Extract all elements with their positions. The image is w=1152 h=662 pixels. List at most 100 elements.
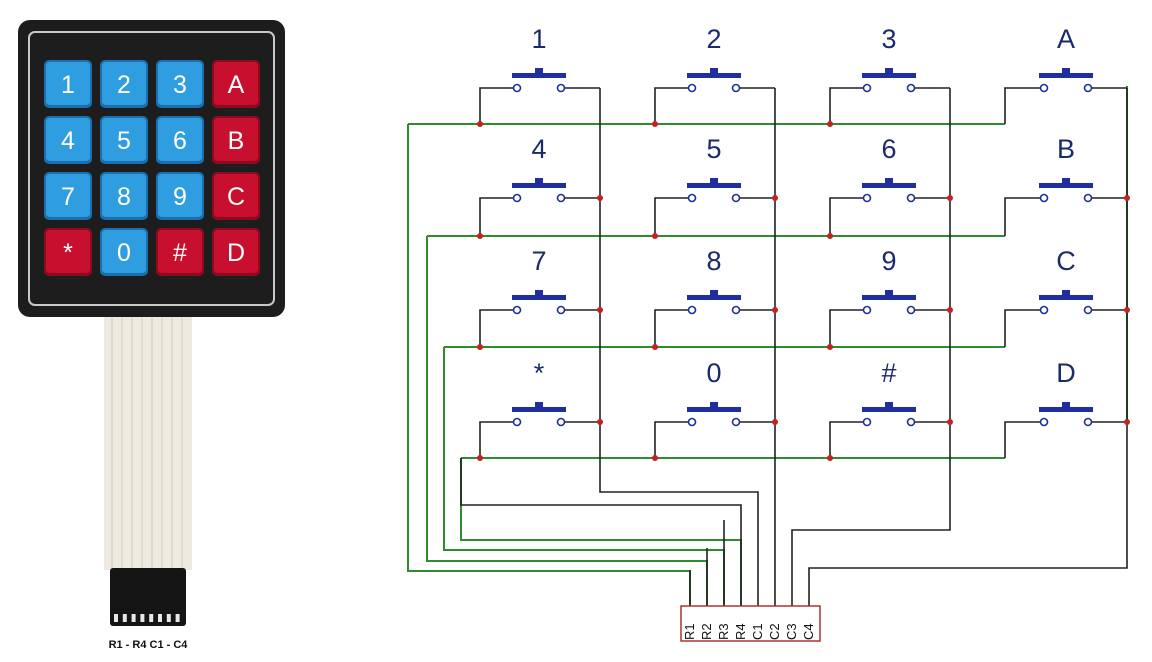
switch-label: 6: [881, 134, 896, 164]
keypad-key-label: #: [173, 239, 187, 267]
column-wire: [791, 422, 951, 606]
switch-key-1: 2: [654, 24, 775, 124]
junction-node: [597, 419, 603, 425]
switch-contact: [1083, 305, 1093, 315]
switch-bar: [1039, 407, 1093, 412]
switch-bar: [687, 183, 741, 188]
pin-label: R3: [716, 623, 731, 640]
switch-bar: [862, 407, 916, 412]
connector-pin: [140, 614, 145, 622]
switch-key-0: 1: [479, 24, 600, 124]
keypad-key-label: 7: [61, 183, 75, 211]
switch-key-9: 8: [654, 246, 775, 347]
junction-node: [827, 455, 833, 461]
keypad-ribbon-cable: [104, 315, 192, 570]
switch-contact: [731, 305, 741, 315]
switch-key-15: D: [1004, 358, 1127, 458]
switch-contact: [1039, 305, 1049, 315]
switch-key-13: 0: [654, 358, 775, 458]
keypad-key[interactable]: 7: [44, 172, 92, 220]
keypad-key[interactable]: 0: [100, 228, 148, 276]
junction-node: [772, 195, 778, 201]
junction-node: [652, 121, 658, 127]
junction-node: [652, 233, 658, 239]
junction-node: [947, 419, 953, 425]
connector-pin: [131, 614, 136, 622]
switch-bar: [862, 295, 916, 300]
switch-label: 1: [531, 24, 546, 54]
junction-node: [827, 121, 833, 127]
switch-contact: [1083, 83, 1093, 93]
connector-pin: [175, 614, 180, 622]
switch-contact: [687, 417, 697, 427]
switch-bar: [512, 407, 566, 412]
pin-label: C3: [784, 623, 799, 640]
keypad-key[interactable]: 4: [44, 116, 92, 164]
switch-contact: [1083, 193, 1093, 203]
row-wire: [460, 458, 742, 606]
junction-node: [477, 121, 483, 127]
keypad-key-label: 3: [173, 71, 187, 99]
switch-contact: [862, 417, 872, 427]
junction-node: [1124, 307, 1130, 313]
switch-label: 2: [706, 24, 721, 54]
switch-contact: [731, 417, 741, 427]
keypad-key[interactable]: B: [212, 116, 260, 164]
switch-contact: [862, 305, 872, 315]
keypad-key[interactable]: 6: [156, 116, 204, 164]
switch-bar: [687, 407, 741, 412]
junction-node: [652, 455, 658, 461]
switch-contact: [906, 193, 916, 203]
connector-pin: [158, 614, 162, 622]
junction-nodes: [477, 121, 1130, 461]
connector-pin: [114, 614, 118, 622]
switch-contact: [556, 193, 566, 203]
row-lead: [460, 458, 742, 606]
switch-label: #: [881, 358, 896, 388]
keypad-key-label: 4: [61, 127, 75, 155]
keypad-key-label: 6: [173, 127, 187, 155]
switch-contact: [862, 83, 872, 93]
switch-label: D: [1056, 358, 1076, 388]
switch-contact: [687, 193, 697, 203]
keypad-key[interactable]: C: [212, 172, 260, 220]
switch-bar: [512, 73, 566, 78]
keypad-key[interactable]: 8: [100, 172, 148, 220]
keypad-key[interactable]: *: [44, 228, 92, 276]
keypad-key-label: 0: [117, 239, 131, 267]
switch-contact: [556, 83, 566, 93]
row-wires: [407, 86, 1128, 606]
junction-node: [1124, 195, 1130, 201]
switch-contact: [906, 417, 916, 427]
keypad-key[interactable]: #: [156, 228, 204, 276]
switch-key-14: #: [829, 358, 950, 458]
keypad-key-label: 2: [117, 71, 131, 99]
keypad-key[interactable]: D: [212, 228, 260, 276]
keypad-key[interactable]: 2: [100, 60, 148, 108]
junction-node: [772, 419, 778, 425]
keypad-key[interactable]: 5: [100, 116, 148, 164]
pin-label: C1: [750, 623, 765, 640]
keypad-key[interactable]: 3: [156, 60, 204, 108]
keypad-key-label: B: [228, 127, 245, 155]
keypad-key[interactable]: 9: [156, 172, 204, 220]
switch-contact: [556, 417, 566, 427]
switch-label: 5: [706, 134, 721, 164]
row-wire: [443, 347, 725, 606]
switch-bar: [687, 73, 741, 78]
keypad-key[interactable]: A: [212, 60, 260, 108]
column-wire: [599, 422, 759, 606]
switch-contact: [1039, 193, 1049, 203]
switch-key-11: C: [1004, 246, 1127, 347]
switch-label: C: [1056, 246, 1076, 276]
switch-contact: [512, 83, 522, 93]
switch-key-7: B: [1004, 134, 1127, 236]
switch-contact: [512, 305, 522, 315]
switch-bar: [512, 295, 566, 300]
switch-label: 4: [531, 134, 546, 164]
switch-label: 7: [531, 246, 546, 276]
junction-node: [1124, 419, 1130, 425]
keypad-key[interactable]: 1: [44, 60, 92, 108]
